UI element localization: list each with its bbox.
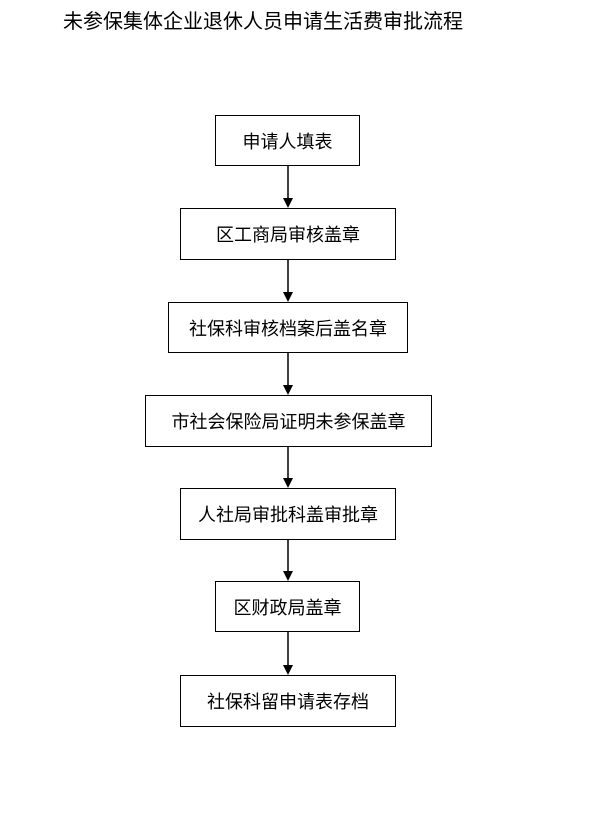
flow-step-7: 社保科留申请表存档 [180,675,396,727]
flow-step-6: 区财政局盖章 [215,581,360,632]
arrow-5-6 [283,540,293,581]
arrow-1-2 [283,166,293,208]
flow-step-3: 社保科审核档案后盖名章 [168,302,408,353]
arrow-6-7 [283,632,293,675]
flow-step-1: 申请人填表 [215,115,360,166]
flow-step-5: 人社局审批科盖审批章 [180,488,396,540]
page-title: 未参保集体企业退休人员申请生活费审批流程 [63,9,463,33]
arrow-4-5 [283,447,293,488]
flow-step-4: 市社会保险局证明未参保盖章 [145,395,432,447]
arrow-2-3 [283,260,293,302]
flow-step-2: 区工商局审核盖章 [180,208,396,260]
arrow-3-4 [283,353,293,395]
